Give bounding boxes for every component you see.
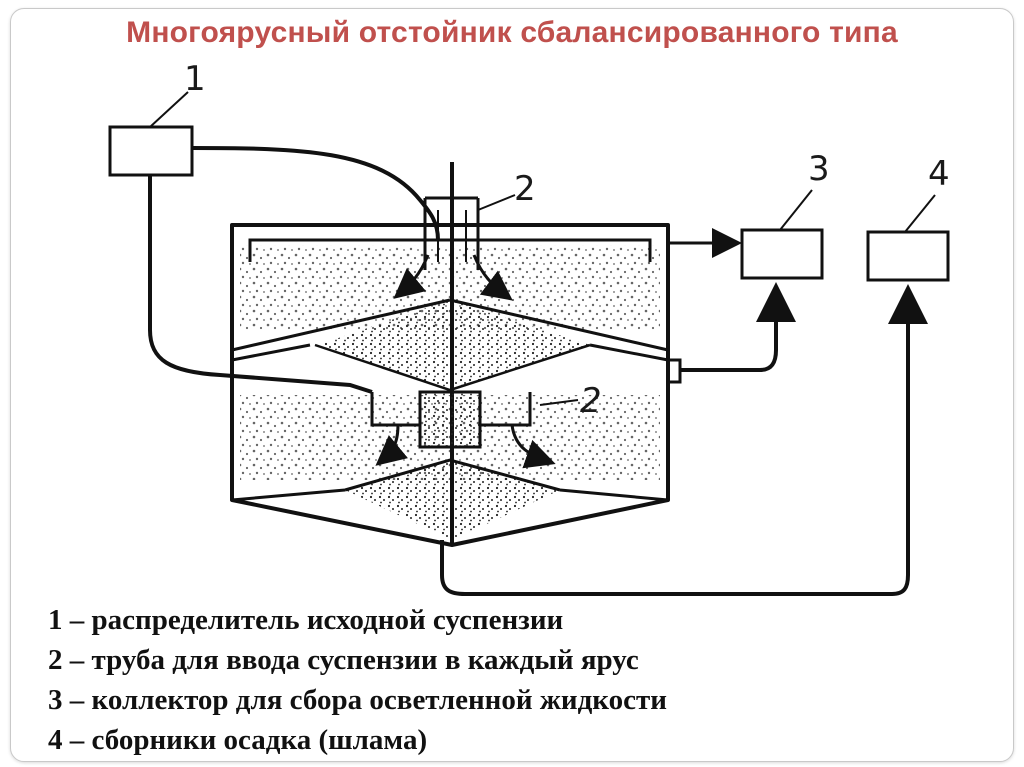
flow-arrow-mid-left [375, 424, 409, 466]
leader-2-middle [539, 399, 579, 406]
leader-2-top [477, 194, 516, 211]
sludge-collector-box [866, 230, 950, 282]
upper-tier-plate-left [231, 298, 451, 362]
legend-item: 2 – труба для ввода суспензии в каждый я… [48, 644, 639, 676]
label-2-top: 2 [514, 169, 536, 209]
middle-feed-arms [370, 392, 532, 427]
upper-tier-plate-right [449, 298, 669, 362]
legend: 1 – распределитель исходной суспензии 2 … [48, 600, 667, 760]
sludge-line [440, 284, 928, 596]
feed-line-top [191, 146, 440, 241]
label-3: 3 [808, 149, 830, 189]
leader-3 [779, 189, 813, 231]
tank-outline [230, 223, 670, 547]
label-2-middle: 2 [580, 381, 602, 421]
slide-title: Многоярусный отстойник сбалансированного… [126, 16, 898, 49]
distributor-box [108, 125, 194, 177]
legend-item: 1 – распределитель исходной суспензии [48, 604, 564, 636]
feed-line-middle [148, 175, 373, 394]
flow-arrow-top-right [472, 254, 513, 301]
side-outlet-line [680, 282, 796, 372]
leader-4 [904, 194, 936, 233]
label-1: 1 [184, 59, 206, 99]
flow-arrow-top-left [393, 254, 430, 299]
collector-box [740, 228, 824, 280]
legend-item: 3 – коллектор для сбора осветленной жидк… [48, 684, 667, 716]
flow-arrow-mid-right [510, 424, 556, 469]
leader-1 [149, 91, 189, 128]
middle-feed-box [418, 390, 482, 449]
slide-frame [10, 8, 1014, 762]
legend-item: 4 – сборники осадка (шлама) [48, 724, 428, 756]
label-4: 4 [928, 154, 950, 194]
